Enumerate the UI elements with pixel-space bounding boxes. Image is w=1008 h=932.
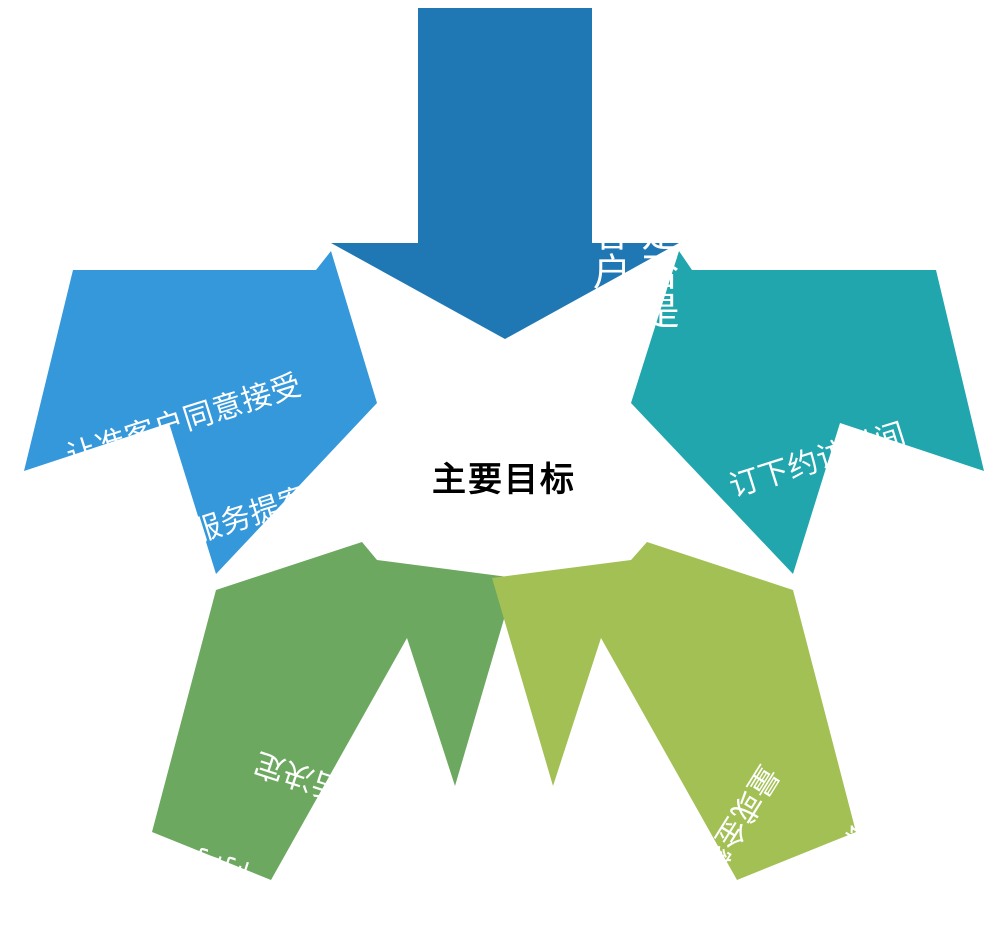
arrow-shape-bottom-right[interactable] xyxy=(492,542,856,880)
arrow-shape-left[interactable] xyxy=(24,251,377,574)
arrow-shape-top[interactable] xyxy=(331,8,679,339)
arrow-shape-right[interactable] xyxy=(631,251,984,574)
arrow-shape-bottom-left[interactable] xyxy=(152,542,516,880)
center-label: 主要目标 xyxy=(432,461,576,499)
